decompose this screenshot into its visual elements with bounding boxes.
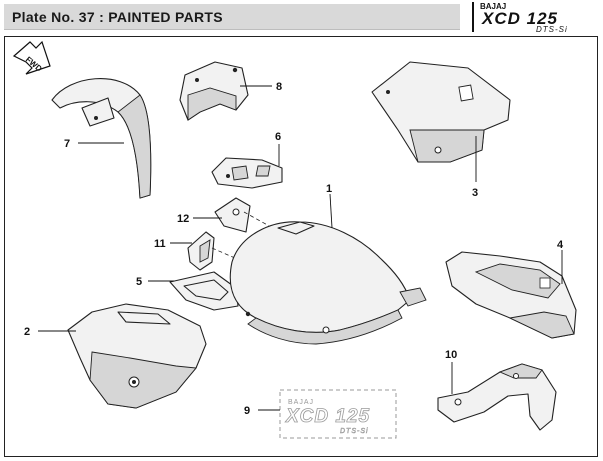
- plate-header: Plate No. 37 : PAINTED PARTS: [4, 4, 460, 30]
- small-bracket[interactable]: [214, 197, 251, 233]
- callout-6: 6: [275, 131, 281, 143]
- tail-cover[interactable]: [445, 251, 577, 339]
- callout-5: 5: [136, 276, 142, 288]
- callout-9: 9: [244, 405, 250, 417]
- front-mudguard[interactable]: [51, 78, 152, 199]
- callout-11: 11: [154, 238, 166, 250]
- fwd-arrow-icon: FWD: [12, 40, 51, 75]
- decal-box[interactable]: BAJAJ XCD 125 DTS-Si: [279, 389, 397, 439]
- tank-bracket[interactable]: [187, 231, 215, 271]
- fuel-tank[interactable]: [229, 221, 427, 345]
- plate-title: Plate No. 37 : PAINTED PARTS: [12, 9, 223, 25]
- grab-rail[interactable]: [437, 363, 557, 431]
- callout-7: 7: [64, 138, 70, 150]
- front-shroud[interactable]: [67, 303, 207, 409]
- callout-4: 4: [557, 239, 564, 251]
- brand-maker: BAJAJ: [480, 2, 507, 11]
- brand-model: XCD 125: [482, 9, 558, 28]
- headlamp-bracket[interactable]: [179, 61, 249, 121]
- brand-logo: BAJAJ XCD 125 DTS-Si: [470, 2, 598, 34]
- decal-maker: BAJAJ: [288, 399, 314, 406]
- callout-8: 8: [276, 81, 282, 93]
- side-cover[interactable]: [371, 61, 511, 163]
- decal-variant: DTS-Si: [340, 428, 369, 435]
- decal-model: XCD 125: [285, 406, 370, 427]
- callout-2: 2: [24, 326, 30, 338]
- brand-variant: DTS-Si: [536, 25, 568, 34]
- emblem-bracket[interactable]: [211, 157, 283, 189]
- callout-10: 10: [445, 349, 457, 361]
- leader-1: [329, 193, 333, 229]
- callout-3: 3: [472, 187, 478, 199]
- tank-cover-panel[interactable]: [169, 271, 239, 311]
- callout-12: 12: [177, 213, 189, 225]
- diagram-frame: [4, 36, 598, 457]
- callout-1: 1: [326, 183, 332, 195]
- brand-divider: [472, 2, 474, 32]
